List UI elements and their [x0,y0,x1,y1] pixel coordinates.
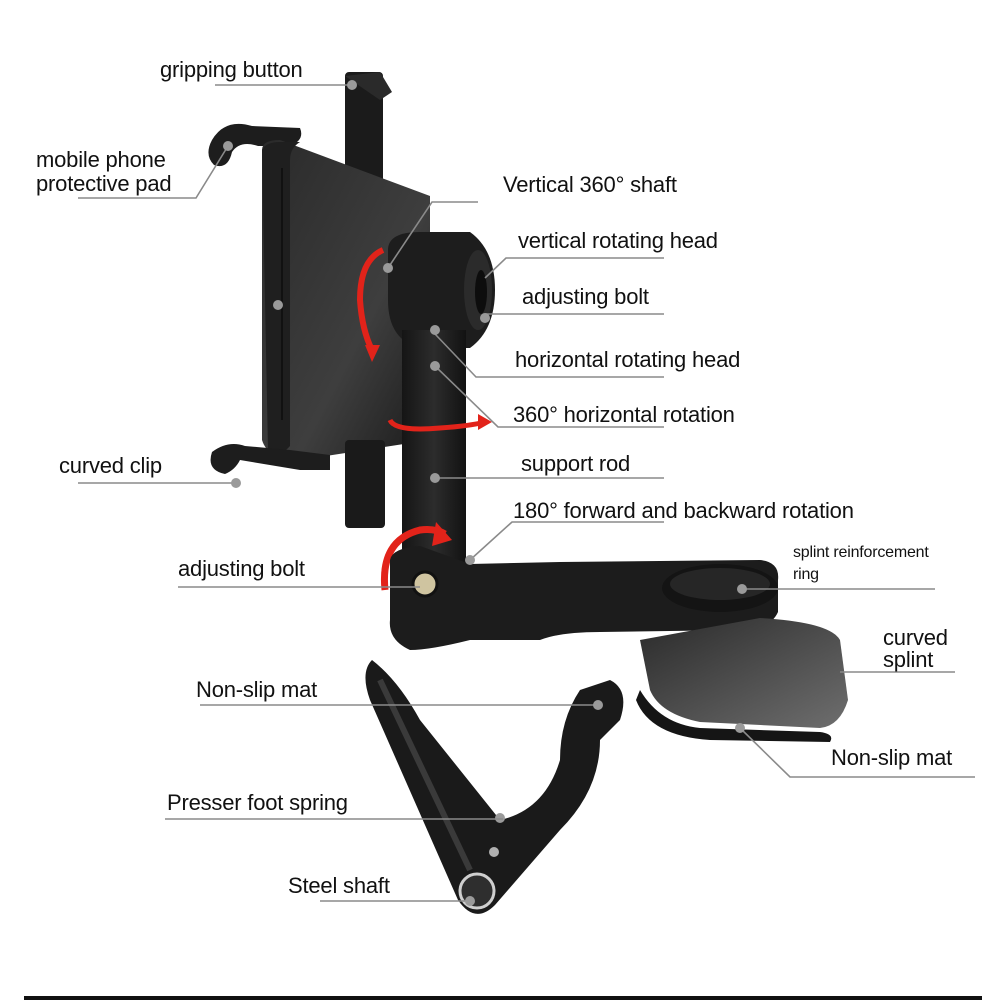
label-gripping-button: gripping button [160,57,303,82]
label-phone-pad-line2: protective pad [36,171,172,196]
label-steel-shaft: Steel shaft [288,873,390,898]
bottom-clip-part [365,660,624,914]
vertical-rotating-head-part [388,232,495,348]
holder-back-panel [262,140,430,460]
horizontal-rotation-arrow [387,418,486,432]
leader-dots [223,80,747,906]
label-phone-pad-line1: mobile phone [36,147,166,172]
bottom-divider [24,996,982,1000]
label-forward-backward-rotation: 180° forward and backward rotation [513,498,854,523]
label-horizontal-rotation: 360° horizontal rotation [513,402,735,427]
label-vertical-rotating-head: vertical rotating head [518,228,718,253]
leader-lines [78,84,975,902]
label-horizontal-rotating-head: horizontal rotating head [515,347,741,372]
label-curved-splint-line1: curved [883,625,948,650]
label-presser-foot-spring: Presser foot spring [167,790,348,815]
gripping-button-part [345,72,392,192]
vertical-rotation-arrow [356,247,385,352]
label-adjusting-bolt-top: adjusting bolt [522,284,649,309]
label-splint-ring-line2: ring [793,566,819,583]
lower-slider-part [345,440,385,528]
label-splint-ring-line1: splint reinforcement [793,544,929,561]
upper-hook-part [208,123,302,167]
label-adjusting-bolt-bottom: adjusting bolt [178,556,305,581]
label-non-slip-mat-right: Non-slip mat [831,745,953,770]
curved-splint-part [640,618,848,728]
lower-hook-part [210,444,330,474]
label-support-rod: support rod [521,451,631,476]
label-curved-clip: curved clip [59,453,162,478]
steel-shaft-part [458,872,496,910]
label-non-slip-mat-left: Non-slip mat [196,677,318,702]
label-curved-splint-line2: splint [883,647,934,672]
label-vertical-shaft: Vertical 360° shaft [503,172,677,197]
lower-bolt-part [411,570,439,598]
